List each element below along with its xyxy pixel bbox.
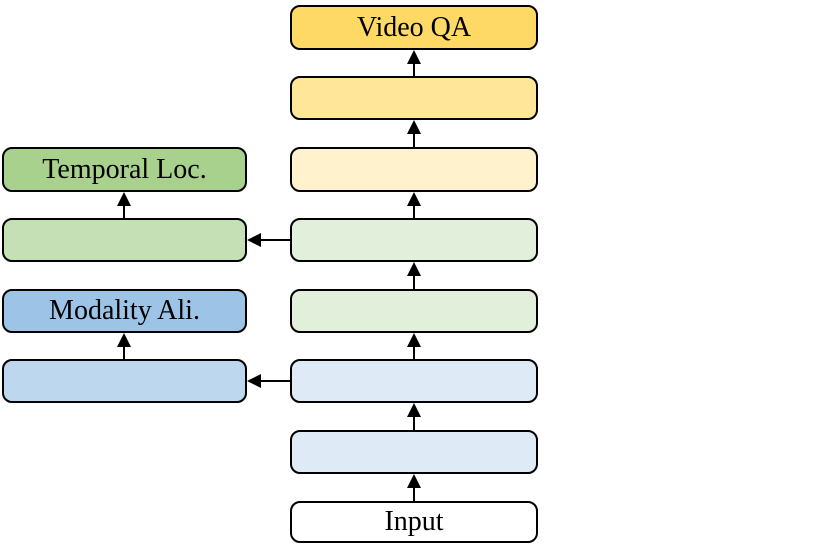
arrowhead-up-icon: [407, 192, 421, 206]
arrowhead-up-icon: [407, 333, 421, 347]
arrow-stage-4-to-temporal-feed: [247, 233, 290, 247]
node-stage-6: [290, 76, 538, 120]
arrowhead-up-icon: [117, 333, 131, 347]
arrow-stage-1-to-stage-2: [407, 403, 421, 430]
node-stage-4: [290, 218, 538, 262]
node-video-qa: Video QA: [290, 5, 538, 50]
arrow-stage-2-to-stage-3: [407, 333, 421, 359]
node-input: Input: [290, 501, 538, 543]
arrow-input-to-stage-1: [407, 474, 421, 501]
node-modality-ali: Modality Ali.: [2, 289, 247, 333]
arrowhead-up-icon: [407, 474, 421, 488]
arrowhead-up-icon: [407, 403, 421, 417]
node-stage-3: [290, 289, 538, 333]
arrowhead-up-icon: [117, 192, 131, 206]
arrow-stage-2-to-modality-feed: [247, 374, 290, 388]
arrow-stage-6-to-video-qa: [407, 50, 421, 76]
node-stage-1: [290, 430, 538, 474]
node-temporal-loc: Temporal Loc.: [2, 147, 247, 192]
arrowhead-up-icon: [407, 120, 421, 134]
arrowhead-up-icon: [407, 50, 421, 64]
arrowhead-left-icon: [247, 233, 261, 247]
node-stage-2: [290, 359, 538, 403]
node-modality-feed: [2, 359, 247, 403]
arrow-stage-3-to-stage-4: [407, 262, 421, 289]
arrowhead-up-icon: [407, 262, 421, 276]
arrow-temporal-feed-to-temporal-loc: [117, 192, 131, 218]
node-temporal-feed: [2, 218, 247, 262]
arrow-stage-4-to-stage-5: [407, 192, 421, 218]
arrow-modality-feed-to-modality-ali: [117, 333, 131, 359]
arrowhead-left-icon: [247, 374, 261, 388]
node-stage-5: [290, 147, 538, 192]
arrow-stage-5-to-stage-6: [407, 120, 421, 147]
